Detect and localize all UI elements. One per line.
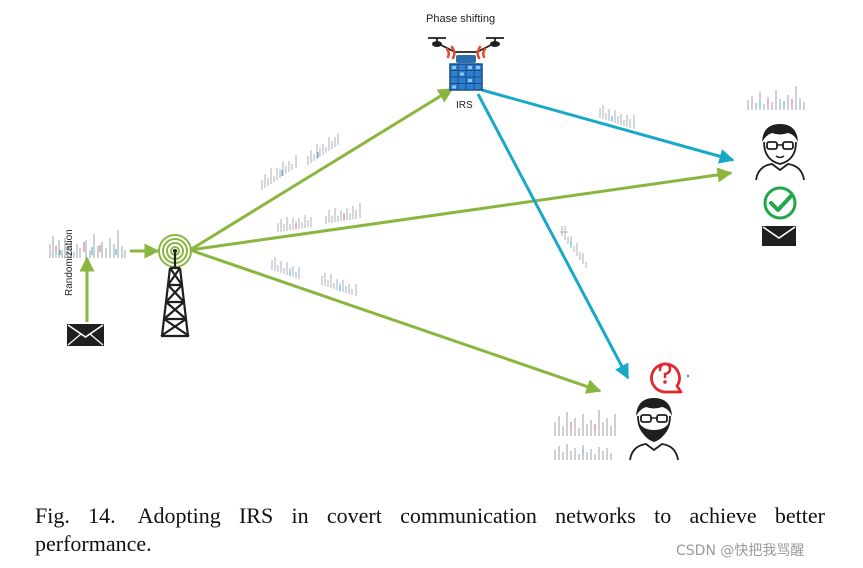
signal-waveform-icon bbox=[554, 410, 616, 460]
envelope-icon bbox=[762, 226, 796, 246]
phase-shifting-label: Phase shifting bbox=[426, 13, 496, 25]
irs-panel-icon bbox=[449, 63, 483, 91]
randomization-label: Randomization bbox=[64, 229, 75, 296]
irs-label: IRS bbox=[456, 100, 473, 111]
link-irs-to-warden bbox=[476, 93, 630, 380]
watermark: CSDN @快把我骂醒 bbox=[676, 543, 805, 559]
link-irs-to-receiver bbox=[481, 88, 735, 164]
signal-waveform-icon bbox=[261, 133, 339, 190]
blue-links bbox=[476, 88, 735, 380]
signal-waveform-icon bbox=[271, 257, 357, 296]
signal-waveform-icon bbox=[277, 203, 361, 232]
signal-waveform-icon bbox=[599, 105, 635, 129]
link-tx-to-irs bbox=[189, 87, 454, 252]
user-icon bbox=[755, 124, 805, 181]
envelope-icon bbox=[67, 324, 104, 346]
signal-waveforms bbox=[49, 86, 805, 460]
caption-text: Adopting IRS in covert communication net… bbox=[35, 503, 825, 556]
link-tx-to-receiver bbox=[189, 167, 733, 252]
checkmark-icon bbox=[763, 186, 797, 220]
warden-icon bbox=[629, 398, 679, 461]
signal-waveform-icon bbox=[49, 230, 126, 258]
drone-icon bbox=[428, 37, 504, 63]
signal-waveform-icon bbox=[560, 226, 587, 268]
figure-number: Fig. 14. bbox=[35, 503, 116, 528]
signal-waveform-icon bbox=[747, 86, 805, 110]
link-tx-to-warden bbox=[189, 248, 602, 394]
green-links bbox=[79, 87, 733, 394]
question-bubble-icon bbox=[650, 362, 690, 394]
figure-caption: Fig. 14.Adopting IRS in covert communica… bbox=[35, 502, 825, 558]
covert-communication-diagram bbox=[49, 37, 805, 461]
antenna-tower-icon bbox=[158, 234, 192, 338]
